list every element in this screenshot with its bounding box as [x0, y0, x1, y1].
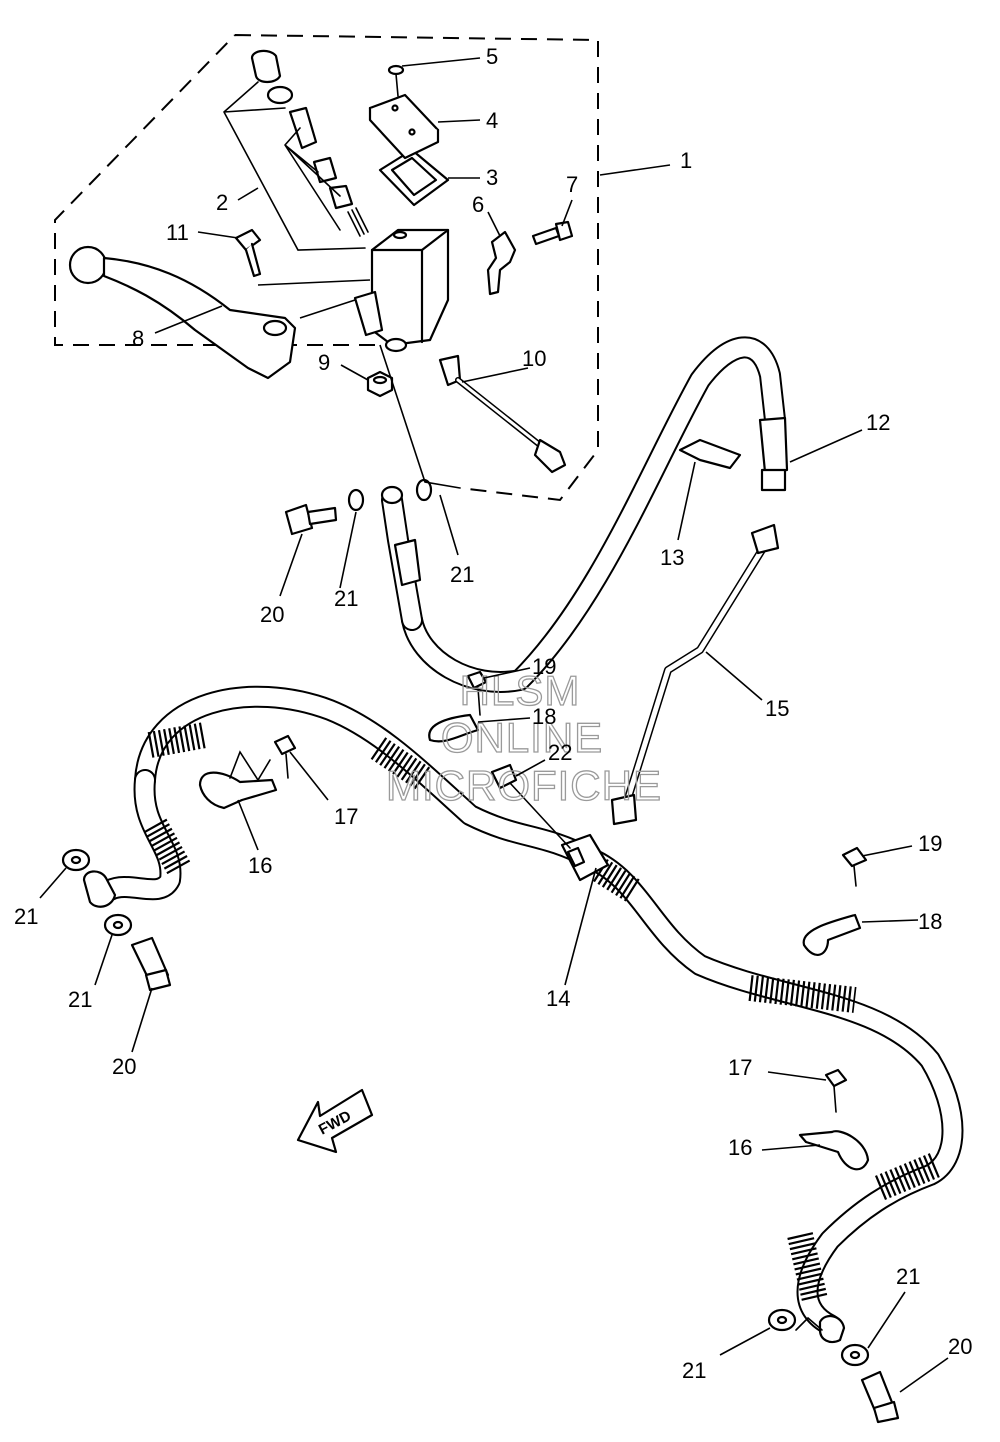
brake-hose-lower: [99, 685, 964, 1336]
reservoir-cap: [368, 93, 440, 160]
callout-6: 6: [472, 192, 484, 217]
callout-5: 5: [486, 44, 498, 69]
callout-22: 22: [548, 740, 572, 765]
callout-20-top: 20: [260, 602, 284, 627]
holder-bolt: [531, 220, 574, 246]
union-bolt-top: [284, 503, 338, 536]
callout-21-left-upper: 21: [14, 904, 38, 929]
callout-9: 9: [318, 350, 330, 375]
hose-clamp-right: [802, 913, 862, 956]
banjo-bolt-joint: [490, 763, 571, 849]
callout-8: 8: [132, 326, 144, 351]
callout-2: 2: [216, 190, 228, 215]
clamp-bolt-lower: [824, 1068, 848, 1113]
callout-21-bottom-left: 21: [682, 1358, 706, 1383]
callout-14: 14: [546, 986, 570, 1011]
callout-13: 13: [660, 545, 684, 570]
callout-18-upper: 18: [532, 704, 556, 729]
watermark-line-1: HLSM: [460, 667, 581, 714]
callout-11: 11: [166, 220, 189, 245]
banjo-fitting-left: [82, 870, 117, 908]
callout-15: 15: [765, 696, 789, 721]
hose-clamp-lower: [798, 1130, 870, 1171]
clamp-bolt-upper: [466, 670, 488, 716]
callout-20-left: 20: [112, 1054, 136, 1079]
pipe-clip: [678, 438, 742, 470]
callout-21-left-lower: 21: [68, 987, 92, 1012]
piston-kit: [223, 49, 369, 251]
callout-19-upper: 19: [532, 654, 556, 679]
callout-1: 1: [680, 148, 692, 173]
washers-top: [347, 478, 433, 512]
pivot-nut: [366, 370, 394, 398]
callout-18-right: 18: [918, 909, 942, 934]
callout-19-right: 19: [918, 831, 942, 856]
callout-16-left: 16: [248, 853, 272, 878]
union-bolt-right: [860, 1370, 900, 1424]
brake-hose-upper: [380, 336, 789, 693]
watermark: HLSM ONLINE MICROFICHE: [385, 666, 662, 809]
callout-21-top-left: 21: [334, 586, 358, 611]
callout-10: 10: [522, 346, 546, 371]
watermark-line-2: ONLINE: [441, 714, 603, 761]
washers-right: [767, 1308, 870, 1367]
callout-21-bottom-right: 21: [896, 1264, 920, 1289]
hose-clamp-upper: [428, 713, 480, 743]
callout-17-lower: 17: [728, 1055, 752, 1080]
clamp-bolt-left: [273, 734, 297, 779]
brake-light-switch: [438, 354, 567, 474]
callout-20-right: 20: [948, 1334, 972, 1359]
callout-4: 4: [486, 108, 498, 133]
callouts: 1 2 3 4 5 6 7 8 9 10 11 12 13 14 15 16 1…: [14, 44, 972, 1383]
union-bolt-left: [130, 936, 172, 992]
cap-screw: [387, 64, 405, 97]
forward-arrow: FWD: [296, 1088, 374, 1154]
clamp-bolt-right: [841, 846, 868, 887]
brake-pipe: [610, 523, 780, 826]
brake-lever: [68, 245, 297, 380]
callout-3: 3: [486, 165, 498, 190]
washers-left: [61, 848, 133, 937]
watermark-line-3: MICROFICHE: [386, 762, 662, 809]
leader-lines: [39, 57, 949, 1393]
callout-17-left: 17: [334, 804, 358, 829]
master-cylinder-holder: [486, 230, 517, 296]
reservoir-diaphragm: [378, 148, 450, 207]
master-cylinder-body: [353, 228, 450, 353]
banjo-fitting-right: [795, 1314, 846, 1344]
callout-7: 7: [566, 172, 578, 197]
callout-12: 12: [866, 410, 890, 435]
hose-clamp-left: [198, 750, 278, 810]
callout-21-top-right: 21: [450, 562, 474, 587]
callout-16-lower: 16: [728, 1135, 752, 1160]
lever-pivot-bolt: [234, 228, 262, 278]
